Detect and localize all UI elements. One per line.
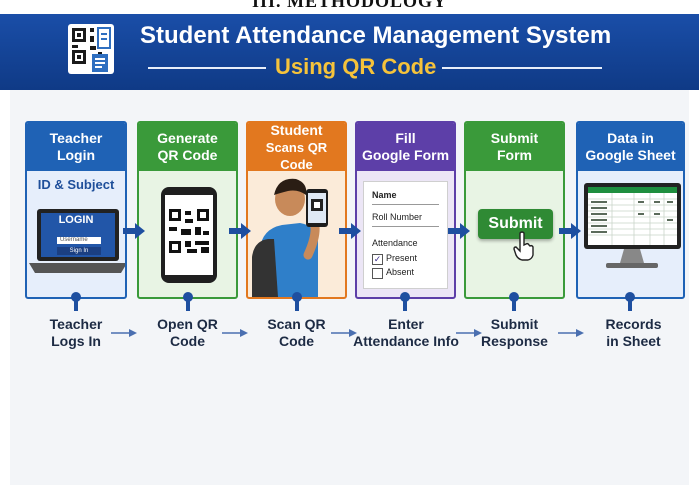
banner-subtitle: Using QR Code bbox=[275, 54, 437, 79]
step-body bbox=[139, 171, 236, 297]
arrow-right-icon bbox=[111, 329, 137, 337]
connector-line bbox=[628, 297, 632, 311]
subtitle-rule-left bbox=[148, 67, 266, 69]
hand-pointer-icon bbox=[513, 231, 534, 261]
title-banner bbox=[0, 14, 699, 90]
step-body: ID & Subject LOGIN Username Sign In bbox=[27, 171, 125, 297]
laptop-icon bbox=[29, 209, 125, 273]
arrow-right-icon bbox=[331, 329, 357, 337]
absent-checkbox bbox=[372, 268, 383, 279]
connector-line bbox=[186, 297, 190, 311]
submit-button-illustration: Submit bbox=[478, 209, 553, 239]
arrow-right-icon bbox=[229, 223, 251, 239]
arrow-right-icon bbox=[339, 223, 361, 239]
arrow-right-icon bbox=[559, 223, 581, 239]
signin-button: Sign In bbox=[69, 248, 89, 254]
form-field-roll: Roll Number bbox=[372, 212, 423, 222]
present-label: Present bbox=[386, 253, 418, 263]
connector-line bbox=[512, 297, 516, 311]
present-checkbox: ✓ bbox=[372, 254, 383, 265]
login-title: LOGIN bbox=[58, 214, 94, 226]
form-field-attendance: Attendance bbox=[372, 238, 418, 248]
connector-line bbox=[295, 297, 299, 311]
arrow-right-icon bbox=[448, 223, 470, 239]
form-icon: Name Roll Number Attendance ✓ Present Ab… bbox=[357, 171, 454, 297]
banner-title: Student Attendance Management System bbox=[140, 22, 612, 49]
subtitle-rule-right bbox=[442, 67, 602, 69]
section-heading: III. METHODOLOGY bbox=[251, 0, 448, 11]
qr-code-icon bbox=[68, 24, 114, 74]
arrow-right-icon bbox=[558, 329, 584, 337]
username-field: Username bbox=[60, 237, 88, 243]
arrow-right-icon bbox=[222, 329, 248, 337]
step-body: Submit bbox=[466, 171, 563, 297]
step-body bbox=[248, 171, 345, 297]
arrow-right-icon bbox=[123, 223, 145, 239]
id-subject-label: ID & Subject bbox=[37, 177, 115, 192]
phone-qr-icon bbox=[161, 187, 217, 283]
absent-label: Absent bbox=[386, 267, 415, 277]
step-body bbox=[578, 171, 683, 297]
connector-line bbox=[74, 297, 78, 311]
student-icon bbox=[252, 178, 328, 297]
monitor-sheet-icon bbox=[584, 183, 681, 268]
connector-line bbox=[403, 297, 407, 311]
arrow-right-icon bbox=[456, 329, 482, 337]
form-field-name: Name bbox=[372, 190, 397, 200]
